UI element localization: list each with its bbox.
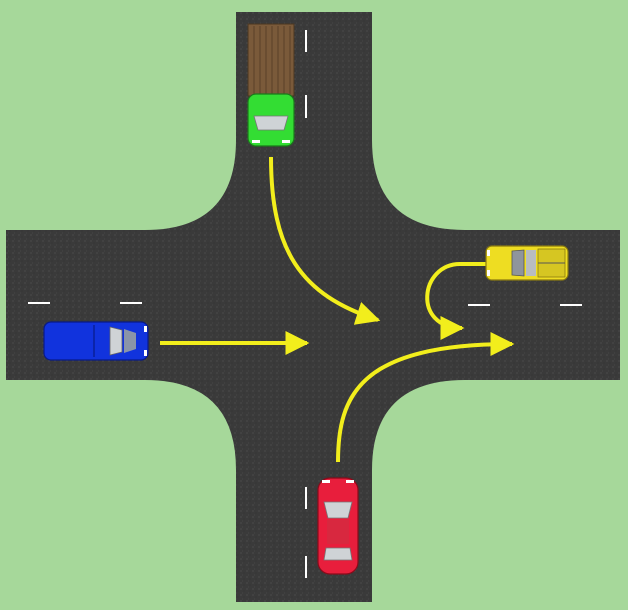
truck xyxy=(247,23,295,147)
maneuver-arrows xyxy=(160,156,515,463)
blue-car-windshield xyxy=(109,326,123,356)
blue-car xyxy=(43,321,149,361)
yellow-car xyxy=(485,245,569,281)
truck-cargo-bed xyxy=(247,23,295,97)
truck-headlight xyxy=(252,140,260,143)
truck-headlight xyxy=(282,140,290,143)
roads xyxy=(6,12,620,602)
yellow-car-u-turn-arrow xyxy=(425,262,486,340)
red-car-windshield xyxy=(323,501,353,519)
yellow-car-windshield xyxy=(511,249,525,277)
intersection-road xyxy=(6,12,620,602)
lane-markings xyxy=(28,30,582,578)
truck-left-turn-arrow xyxy=(269,156,381,325)
red-car-right-turn-arrow xyxy=(336,332,515,463)
red-car xyxy=(317,477,359,575)
truck-windshield xyxy=(253,115,289,131)
red-car-rear-window xyxy=(323,547,353,561)
